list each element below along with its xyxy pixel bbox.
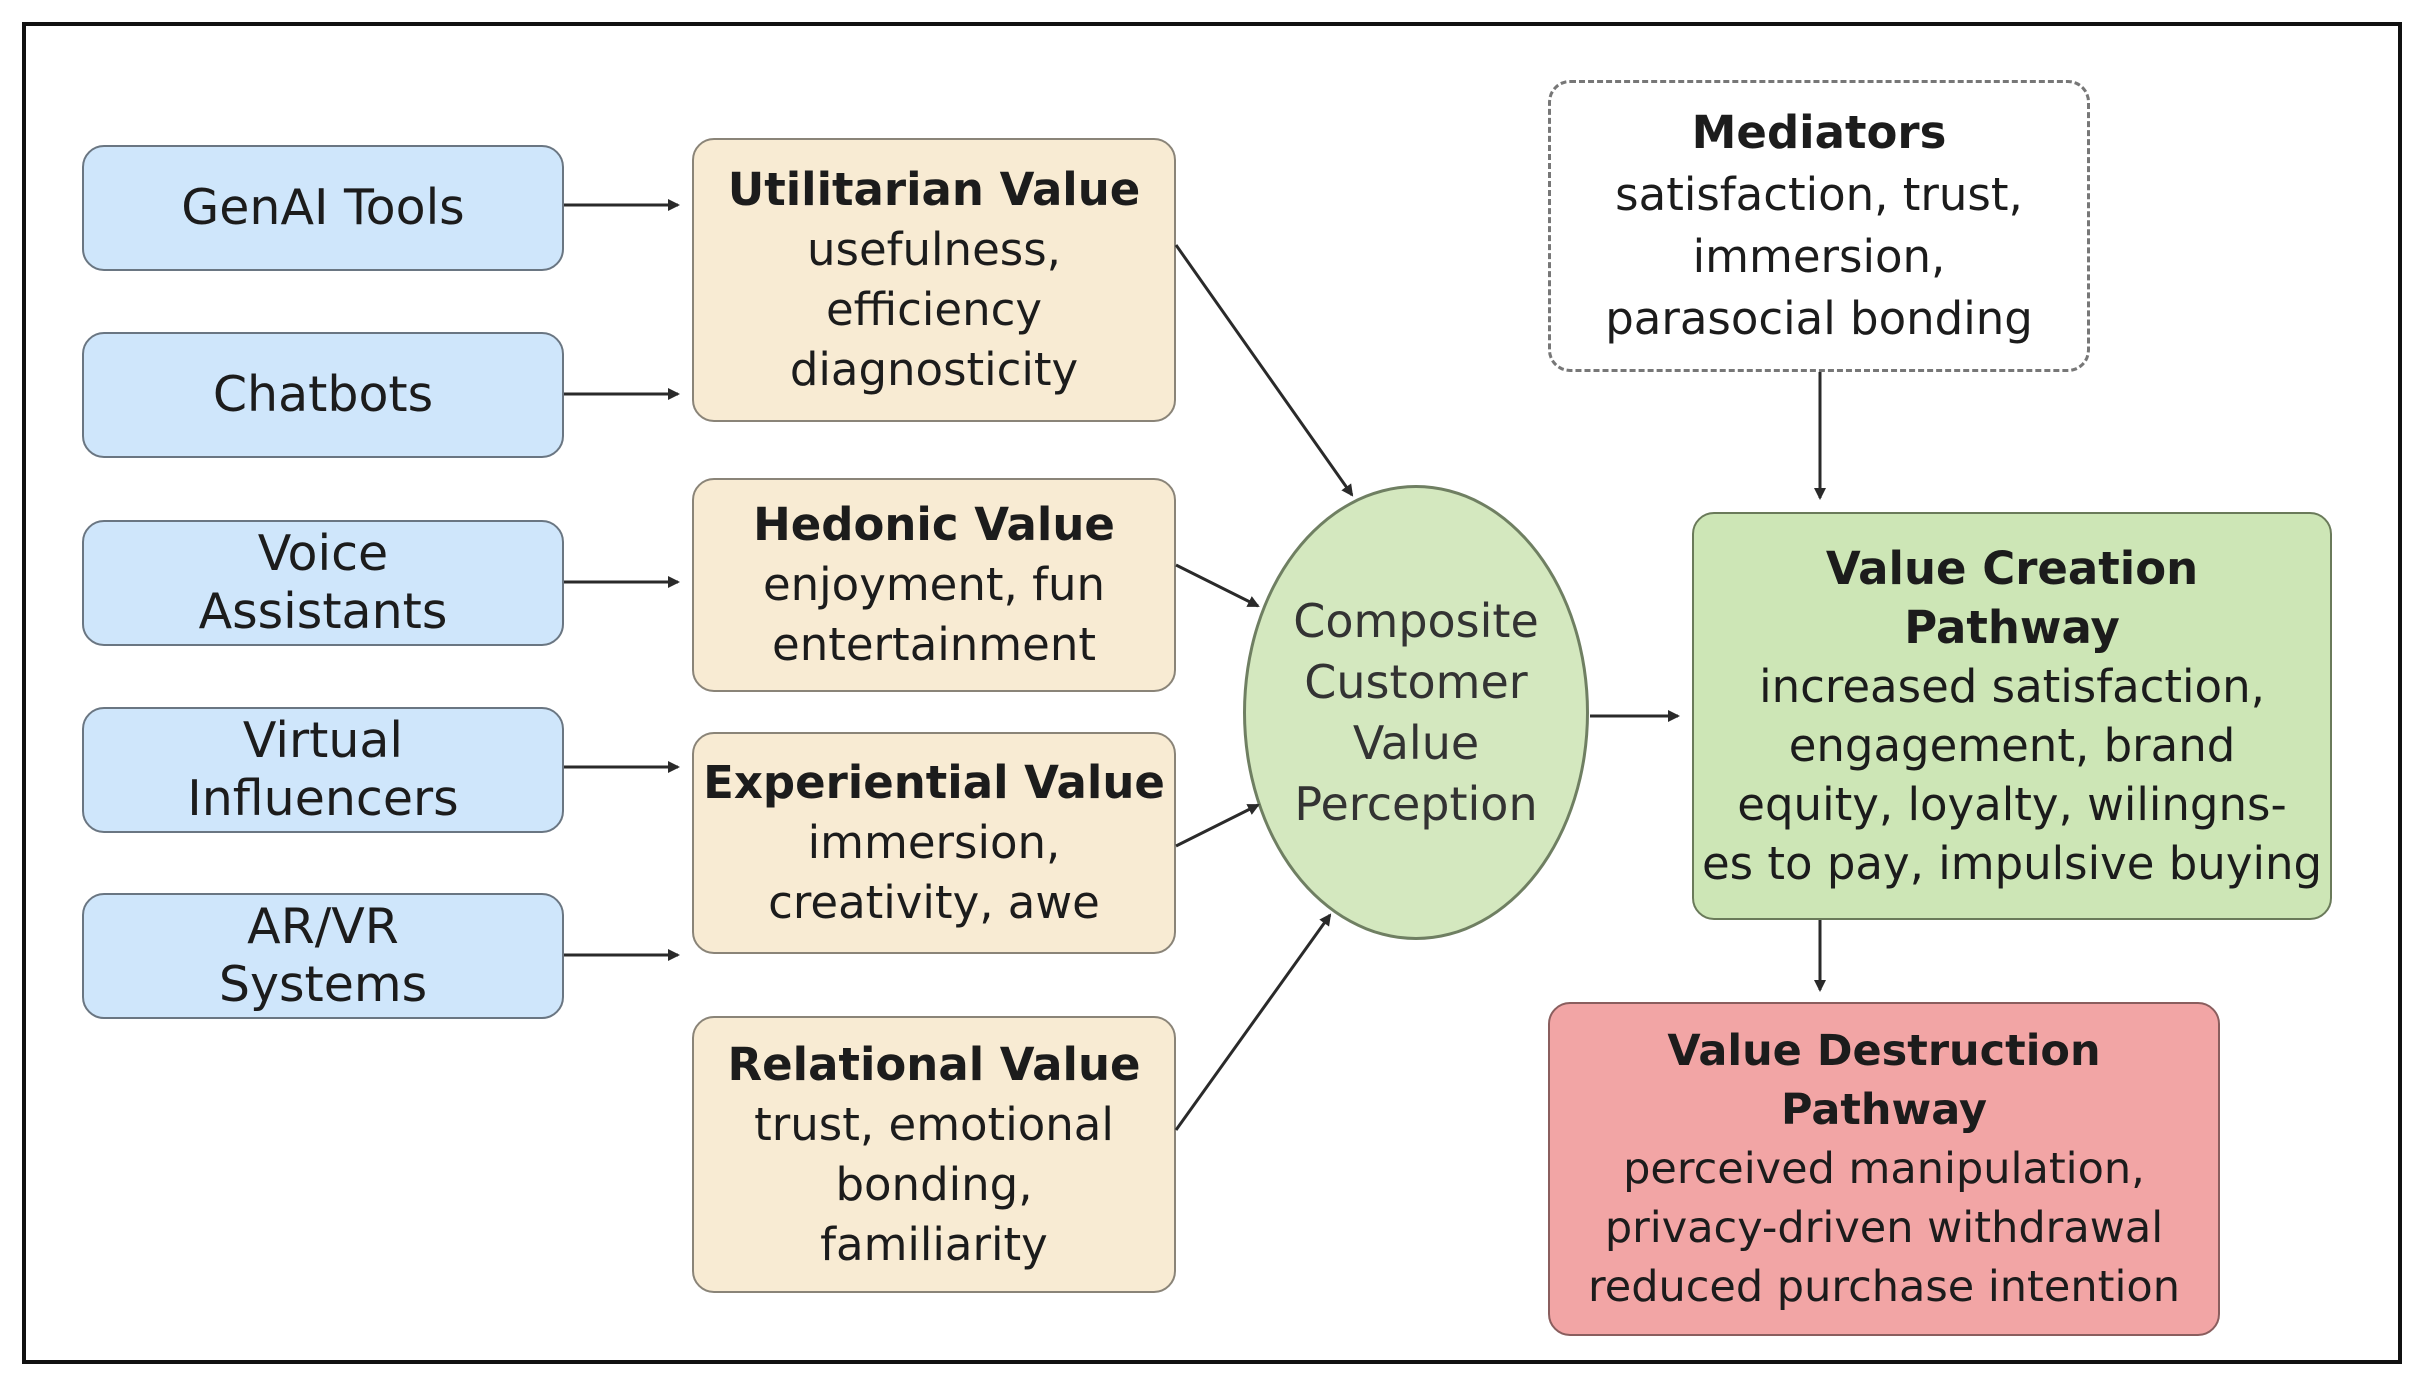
- tech-box-chatbots: Chatbots: [82, 332, 564, 458]
- value-box-relational: Relational Value trust, emotional bondin…: [692, 1016, 1176, 1293]
- composite-value-ellipse: Composite Customer Value Perception: [1243, 485, 1589, 940]
- value-title: Utilitarian Value: [727, 163, 1141, 216]
- tech-label: Virtual Influencers: [187, 712, 459, 827]
- tech-label: Chatbots: [212, 366, 434, 423]
- value-body: trust, emotional bonding, familiarity: [754, 1097, 1114, 1271]
- value-box-hedonic: Hedonic Value enjoyment, fun entertainme…: [692, 478, 1176, 692]
- value-title: Relational Value: [727, 1037, 1141, 1091]
- arrow-utilitarian-to-composite: [1174, 244, 1354, 497]
- value-creation-title: Value Creation Pathway: [1825, 542, 2199, 654]
- mediators-body: satisfaction, trust, immersion, parasoci…: [1605, 168, 2033, 345]
- value-destruction-body: perceived manipulation, privacy-driven w…: [1588, 1143, 2180, 1312]
- arrow-experiential-to-composite: [1175, 803, 1260, 848]
- value-creation-box: Value Creation Pathway increased satisfa…: [1692, 512, 2332, 920]
- mediators-title: Mediators: [1691, 106, 1947, 159]
- value-title: Experiential Value: [703, 756, 1165, 809]
- tech-box-arvr-systems: AR/VR Systems: [82, 893, 564, 1019]
- value-title: Hedonic Value: [753, 498, 1115, 551]
- value-body: usefulness, efficiency diagnosticity: [789, 223, 1079, 396]
- value-creation-body: increased satisfaction, engagement, bran…: [1701, 660, 2323, 890]
- value-box-utilitarian: Utilitarian Value usefulness, efficiency…: [692, 138, 1176, 422]
- value-box-experiential: Experiential Value immersion, creativity…: [692, 732, 1176, 954]
- central-label: Composite Customer Value Perception: [1293, 593, 1539, 831]
- value-body: enjoyment, fun entertainment: [762, 558, 1106, 671]
- tech-box-voice-assistants: Voice Assistants: [82, 520, 564, 646]
- tech-label: AR/VR Systems: [218, 898, 428, 1013]
- tech-box-virtual-influencers: Virtual Influencers: [82, 707, 564, 833]
- value-body: immersion, creativity, awe: [768, 816, 1100, 929]
- value-destruction-box: Value Destruction Pathway perceived mani…: [1548, 1002, 2220, 1336]
- tech-box-genai-tools: GenAI Tools: [82, 145, 564, 271]
- mediators-box: Mediators satisfaction, trust, immersion…: [1548, 80, 2090, 372]
- arrow-relational-to-composite: [1174, 913, 1332, 1131]
- value-destruction-title: Value Destruction Pathway: [1667, 1025, 2101, 1135]
- arrow-hedonic-to-composite: [1175, 563, 1260, 608]
- tech-label: GenAI Tools: [181, 179, 465, 236]
- tech-label: Voice Assistants: [198, 525, 448, 640]
